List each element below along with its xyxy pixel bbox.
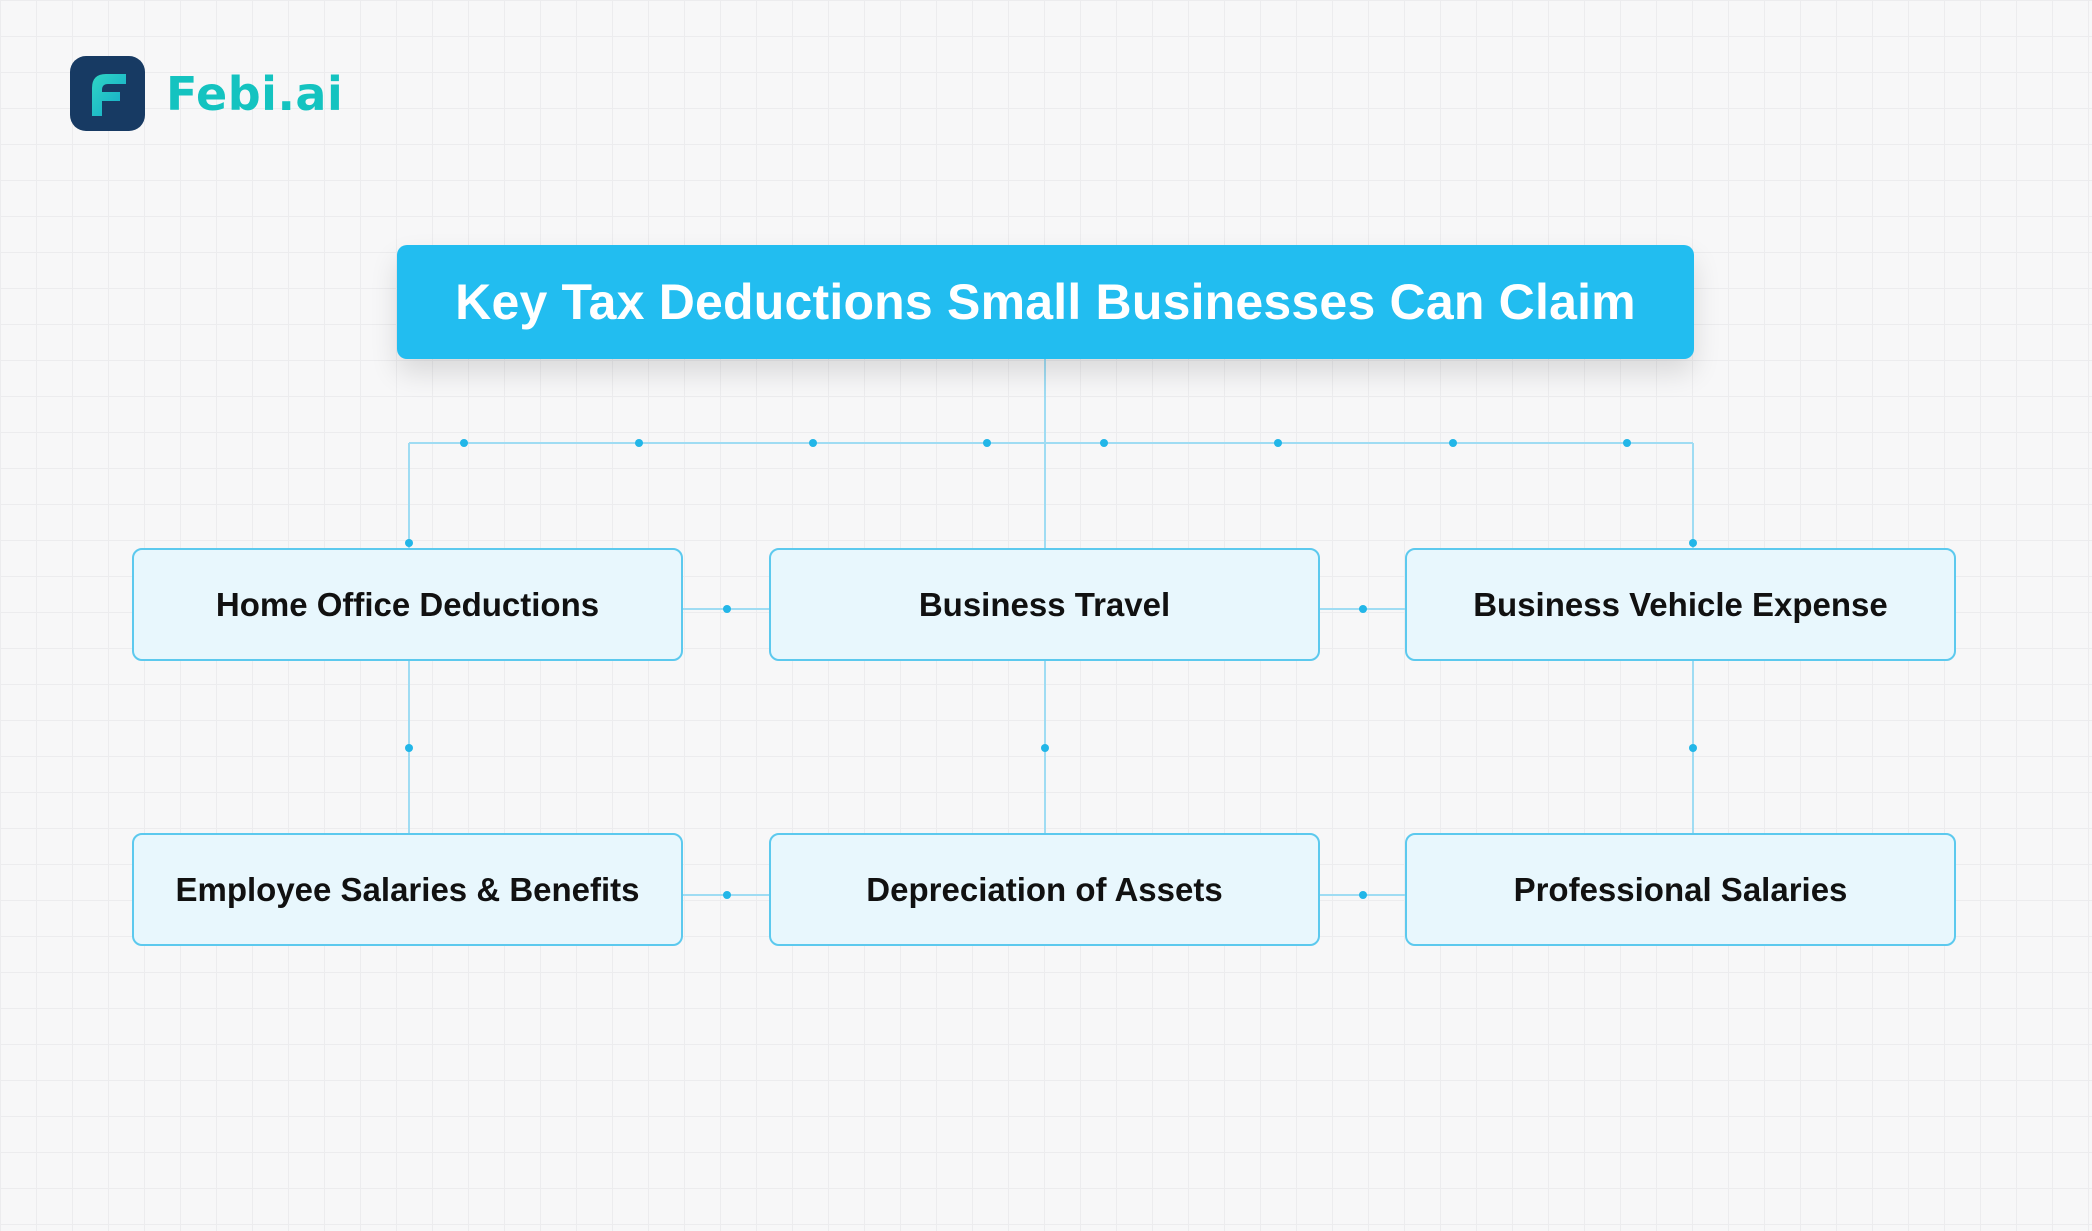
connector-dot xyxy=(1100,439,1108,447)
connector-dot xyxy=(1274,439,1282,447)
connector-dot xyxy=(1689,539,1697,547)
connector-dot xyxy=(809,439,817,447)
connector-dot xyxy=(405,539,413,547)
connector-dot xyxy=(983,439,991,447)
card-home-office-deductions: Home Office Deductions xyxy=(132,548,683,661)
card-depreciation-of-assets: Depreciation of Assets xyxy=(769,833,1320,946)
connector-dot xyxy=(723,891,731,899)
connector-dot xyxy=(1359,605,1367,613)
brand-name: Febi.ai xyxy=(166,66,344,121)
card-business-travel: Business Travel xyxy=(769,548,1320,661)
connector-dot xyxy=(1359,891,1367,899)
connector-dot xyxy=(1449,439,1457,447)
connector-dot xyxy=(460,439,468,447)
connector-dot xyxy=(1041,744,1049,752)
connector-dot xyxy=(1689,744,1697,752)
card-employee-salaries-benefits: Employee Salaries & Benefits xyxy=(132,833,683,946)
connector-dot xyxy=(1623,439,1631,447)
connector-dot xyxy=(723,605,731,613)
connector-dot xyxy=(405,744,413,752)
febi-logo-icon xyxy=(70,56,145,131)
brand-logo: Febi.ai xyxy=(70,56,343,131)
card-business-vehicle-expense: Business Vehicle Expense xyxy=(1405,548,1956,661)
connector-dot xyxy=(635,439,643,447)
card-professional-salaries: Professional Salaries xyxy=(1405,833,1956,946)
diagram-title: Key Tax Deductions Small Businesses Can … xyxy=(397,245,1694,359)
